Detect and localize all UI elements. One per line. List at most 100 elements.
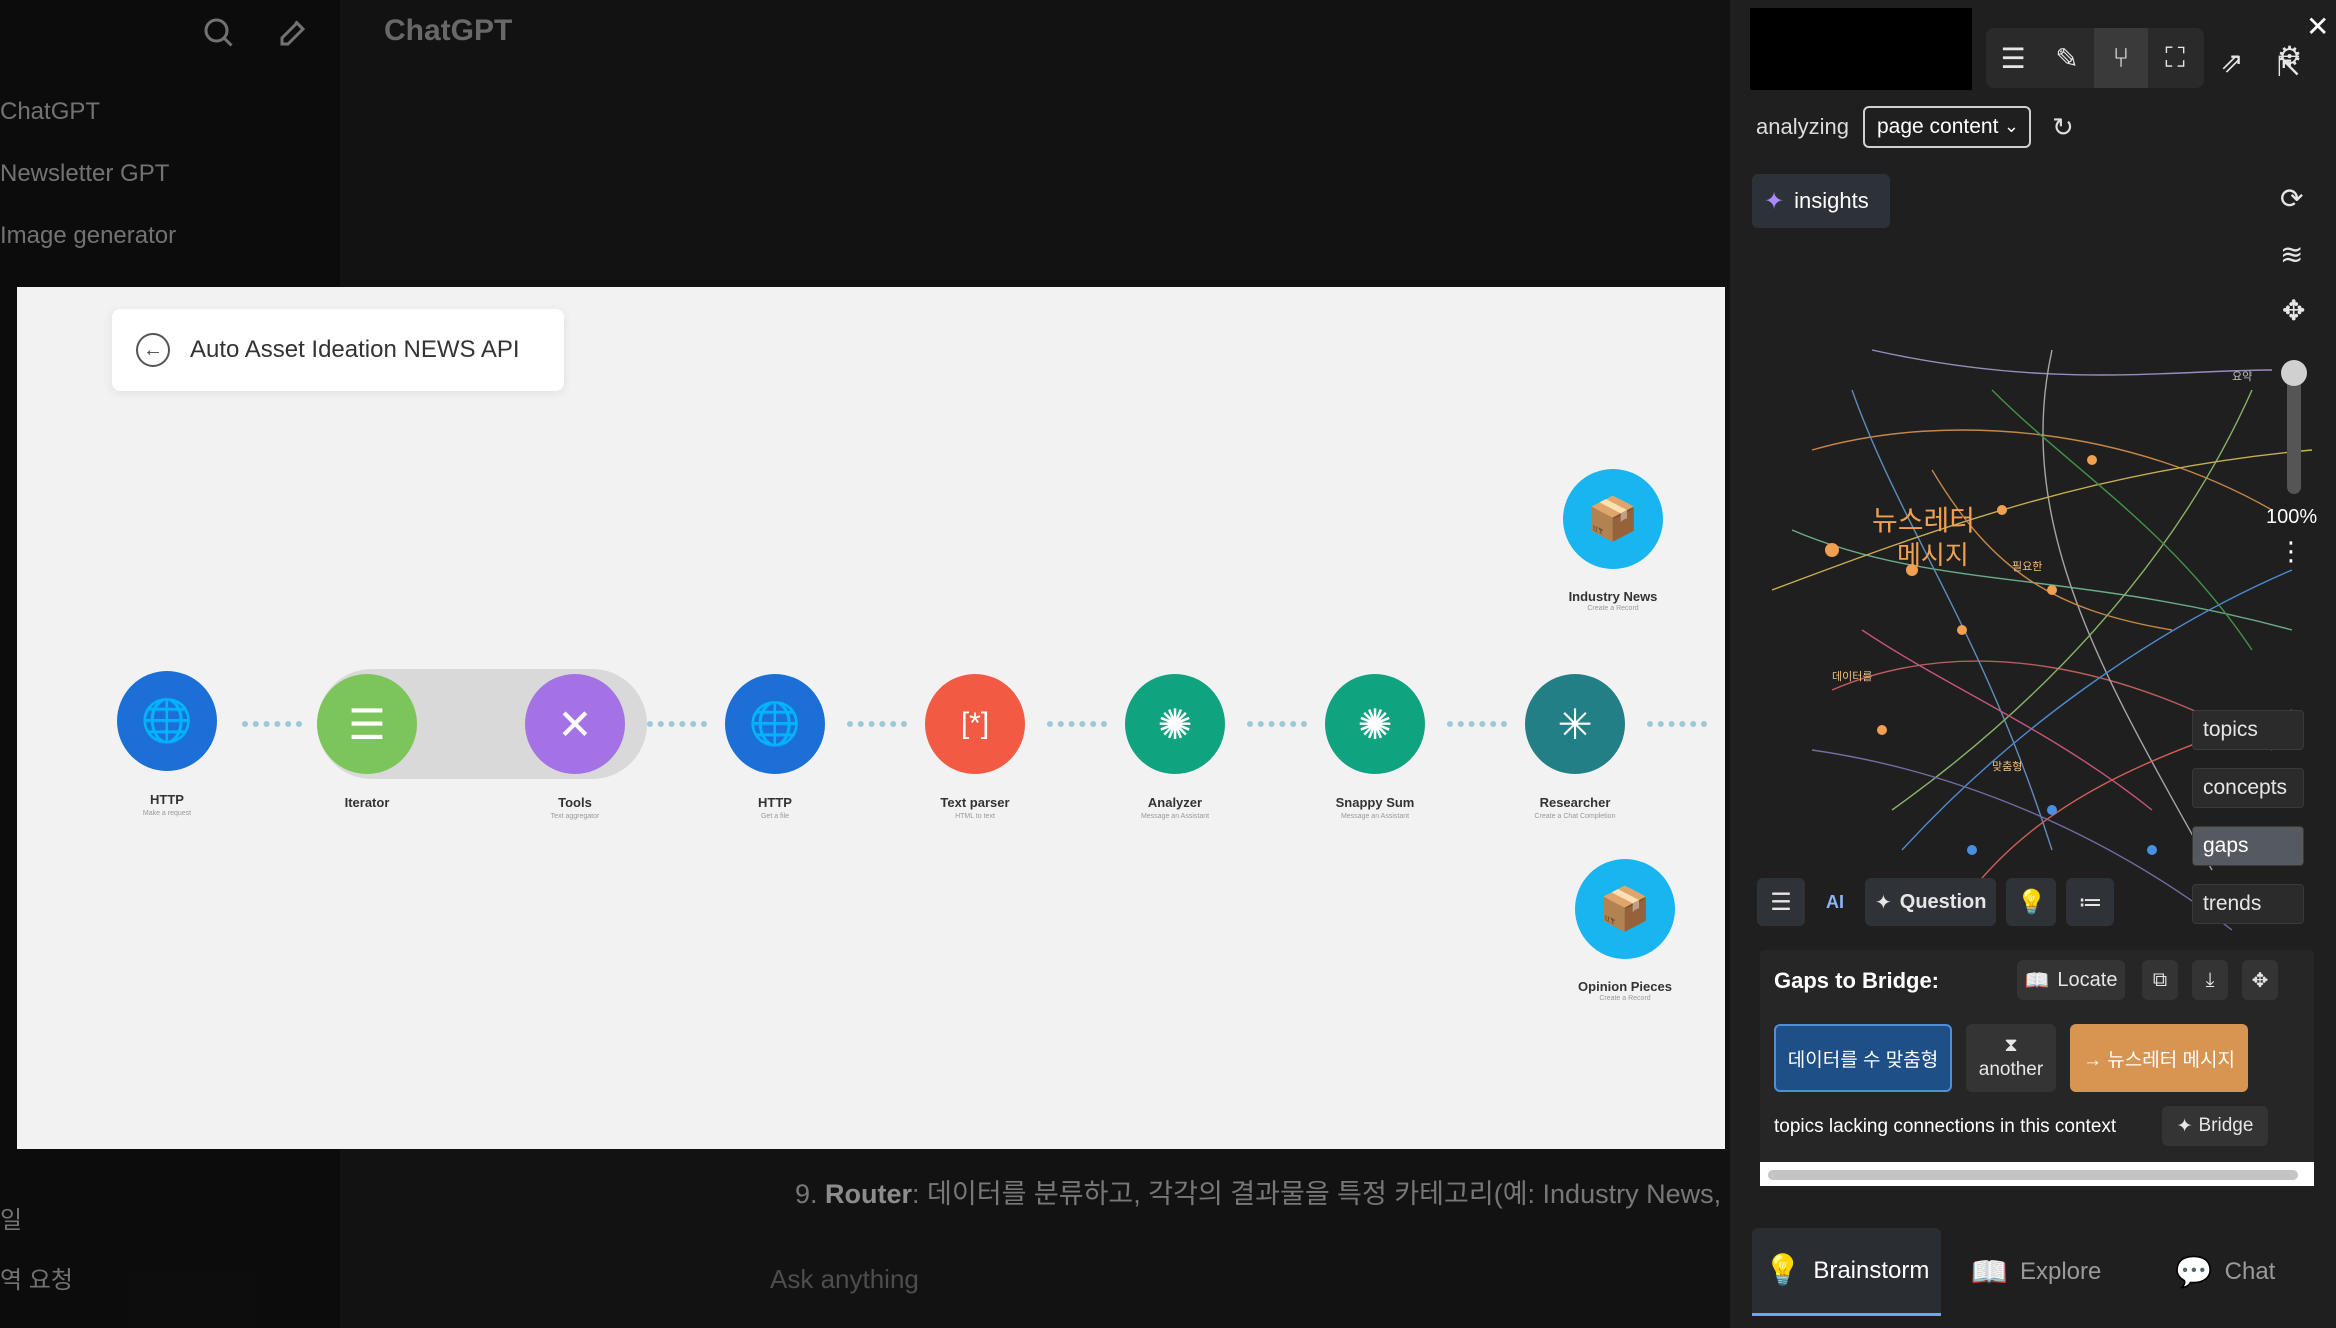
industry-news-node[interactable]: 📦 [1563,469,1663,569]
chip-gaps[interactable]: gaps [2192,826,2304,866]
snappy-sum-node[interactable]: ✺ [1325,674,1425,774]
connector [1647,721,1707,727]
graph-node[interactable] [1957,625,1967,635]
view-toolbar: ☰ ✎ ⑂ ⛶ [1986,28,2204,88]
analyzer-node[interactable]: ✺ [1125,674,1225,774]
tab-chat[interactable]: 💬Chat [2130,1228,2320,1316]
more-options-icon[interactable]: ⋮ [2278,536,2304,566]
node-sub: Text aggregator [550,813,600,820]
close-icon[interactable]: ✕ [2306,11,2330,42]
question-label: Question [1899,890,1987,913]
lightbulb-icon: 💡 [1763,1254,1802,1287]
knowledge-graph[interactable]: 뉴스레터 메시지 필요한 데이터를 맞춤형 요약 [1752,330,2322,950]
locate-button[interactable]: 📖Locate [2017,960,2125,1000]
panel-tabs: 💡Brainstorm 📖Explore 💬Chat [1752,1228,2320,1316]
reload-icon[interactable]: ⟳ [2280,183,2304,214]
app-title[interactable]: ChatGPT [384,14,513,47]
chevron-down-icon: ⌄ [2003,116,2019,136]
menu-icon[interactable]: ☰ [2000,42,2026,74]
ai-label[interactable]: AI [1826,891,1844,912]
graph-edge [1851,389,2053,851]
graph-node[interactable] [1877,725,1887,735]
tools-node[interactable]: ✕ [525,674,625,774]
graph-node[interactable] [1825,543,1839,557]
search-icon[interactable] [200,14,236,50]
graph-label: 데이터를 [1832,670,1872,683]
open-external-icon[interactable]: ⇗ [2220,47,2244,78]
graph-node[interactable] [2047,585,2057,595]
opinion-pieces-node[interactable]: 📦 [1575,859,1675,959]
graph-node[interactable] [1997,505,2007,515]
copy-icon[interactable]: ⧉ [2142,960,2178,1000]
list-icon[interactable]: ≔ [2066,878,2115,926]
graph-edge [1861,629,2153,811]
graph-node[interactable] [2047,805,2057,815]
graph-edge [1811,429,2273,511]
sidebar-item[interactable]: 일 [0,1207,23,1234]
graph-icon[interactable]: ⑂ [2094,28,2148,88]
http-node[interactable]: 🌐 [117,671,217,771]
node-sub: Get a file [760,813,789,820]
researcher-node[interactable]: ✳ [1525,674,1625,774]
graph-node[interactable] [2087,455,2097,465]
panel-logo [1750,8,1972,90]
swap-icon: ⧗ [2004,1035,2018,1056]
gap-topic-left[interactable]: 데이터를 수 맞춤형 [1774,1024,1952,1092]
graph-edge [1901,569,2293,851]
http-node-2[interactable]: 🌐 [725,674,825,774]
tab-explore[interactable]: 📖Explore [1941,1228,2131,1316]
zoom-slider-track[interactable] [2287,364,2301,494]
gap-topic-right[interactable]: → 뉴스레터 메시지 [2070,1024,2248,1092]
list-menu-icon[interactable]: ☰ [1757,878,1805,926]
chip-topics[interactable]: topics [2192,710,2304,750]
composer-input[interactable]: Ask anything [770,1264,919,1294]
graph-node[interactable] [1906,564,1918,576]
iterator-node[interactable]: ☰ [317,674,417,774]
fullscreen-icon[interactable]: ⛶ [2165,41,2185,73]
question-button[interactable]: ✦Question [1865,878,1997,926]
graph-edge [1791,529,2293,631]
shrink-icon[interactable]: ✥ [2282,295,2306,326]
bridge-label: Bridge [2198,1115,2254,1136]
insights-button[interactable]: ✦insights [1752,174,1890,228]
source-select[interactable]: page content⌄ [1863,106,2031,148]
layers-icon[interactable]: ≋ [2280,239,2304,270]
new-chat-icon[interactable] [276,14,312,50]
expand-icon[interactable]: ✥ [2242,960,2278,1000]
graph-edge [1991,389,2253,651]
chip-trends[interactable]: trends [2192,884,2304,924]
graph-node[interactable] [2147,845,2157,855]
sidebar-item[interactable]: Newsletter GPT [0,160,170,187]
tab-label: Chat [2224,1258,2276,1285]
scrollbar-thumb[interactable] [1768,1170,2298,1180]
tab-brainstorm[interactable]: 💡Brainstorm [1752,1228,1942,1316]
horizontal-scrollbar[interactable] [1760,1162,2314,1186]
node-label: Text parser [940,795,1010,810]
connector [647,721,707,727]
chip-concepts[interactable]: concepts [2192,768,2304,808]
graph-label-main: 뉴스레터 [1872,504,1975,537]
pencil-icon[interactable]: ✎ [2055,42,2079,74]
another-button[interactable]: ⧗another [1966,1024,2056,1092]
sidebar-item[interactable]: ChatGPT [0,98,101,125]
settings-icon[interactable]: ⚙ [2277,41,2303,72]
bridge-button[interactable]: ✦Bridge [2162,1106,2268,1146]
text-parser-node[interactable]: [*] [925,674,1025,774]
node-sub: Message an Assistant [1340,813,1410,820]
graph-node[interactable] [1967,845,1977,855]
back-arrow-icon[interactable]: ← [136,333,170,367]
share-icon[interactable]: ⇱ [2277,51,2301,82]
connector [847,721,907,727]
sidebar-item[interactable]: Image generator [0,222,177,249]
zoom-slider-handle[interactable] [2281,360,2307,386]
download-icon[interactable]: ⤓ [2192,960,2228,1000]
sidebar-item[interactable]: 역 요청 [0,1267,73,1294]
tab-label: Explore [2019,1258,2102,1285]
connector [1447,721,1507,727]
lightbulb-icon[interactable]: 💡 [2006,878,2057,926]
graph-edge [1931,469,2173,631]
history-icon[interactable]: ↻ [2052,112,2074,142]
connector [242,721,302,727]
graph-label-main: 메시지 [1897,541,1969,571]
node-label: HTTP [150,792,184,807]
